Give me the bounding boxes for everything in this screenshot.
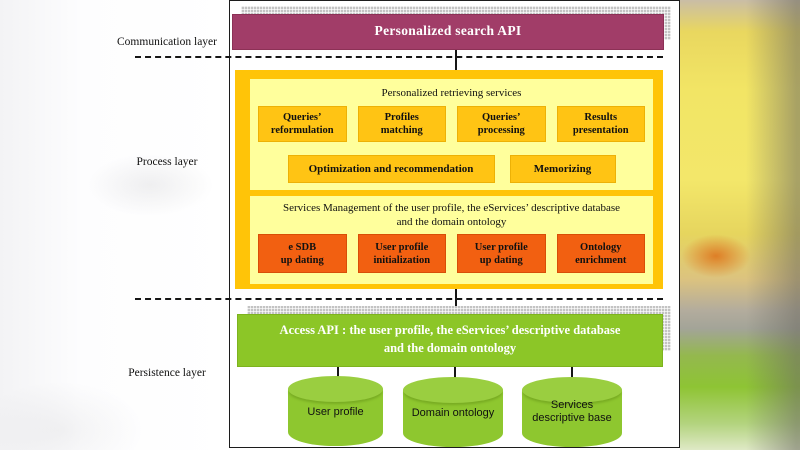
service-box-optimization-recommendation: Optimization and recommendation — [287, 155, 495, 183]
db-label-line: descriptive base — [532, 412, 612, 424]
cylinder-top-ellipse — [288, 376, 383, 402]
services-management-title-line1: Services Management of the user profile,… — [283, 202, 620, 214]
db-label-domain-ontology: Domain ontology — [403, 407, 503, 420]
service-label: initialization — [373, 254, 431, 266]
service-label: matching — [380, 125, 423, 136]
db-cylinder-services-descriptive-base: Services descriptive base — [522, 377, 622, 447]
retrieving-services-row2: Optimization and recommendation Memorizi… — [250, 155, 653, 183]
access-api-line2: and the domain ontology — [383, 341, 517, 355]
service-label: User profile — [375, 241, 429, 253]
db-label-line: User profile — [307, 406, 364, 418]
service-label: Queries’ — [283, 112, 322, 123]
db-label-user-profile: User profile — [288, 406, 383, 419]
persistence-layer-label: Persistence layer — [128, 367, 206, 379]
service-box-esdb-updating: e SDB up dating — [258, 234, 347, 273]
service-box-results-presentation: Results presentation — [556, 106, 645, 142]
service-label: e SDB — [288, 241, 317, 253]
communication-layer-label: Communication layer — [117, 36, 217, 48]
diagram-panel: Personalized search API Personalized ret… — [229, 0, 680, 448]
connector-searchapi-to-process — [455, 48, 457, 70]
connector-accessapi-to-userprofile-db — [337, 359, 339, 378]
service-label: User profile — [474, 241, 528, 253]
db-cylinder-user-profile: User profile — [288, 376, 383, 446]
service-label: processing — [477, 125, 525, 136]
divider-communication-process — [135, 56, 663, 58]
services-management-title: Services Management of the user profile,… — [250, 196, 653, 229]
process-layer-label: Process layer — [136, 156, 198, 168]
service-box-queries-processing: Queries’ processing — [457, 106, 546, 142]
service-label: Profiles — [384, 112, 419, 123]
db-label-line: Domain ontology — [411, 407, 495, 419]
personalized-search-api-box: Personalized search API — [232, 14, 664, 50]
service-label: reformulation — [270, 125, 334, 136]
service-box-userprofile-updating: User profile up dating — [457, 234, 546, 273]
background-blur-left — [0, 0, 229, 450]
connector-accessapi-to-domainontology-db — [454, 359, 456, 378]
service-label: Queries’ — [482, 112, 521, 123]
service-label: Ontology — [580, 241, 622, 253]
connector-accessapi-to-servicesbase-db — [571, 359, 573, 378]
service-label: up dating — [280, 254, 324, 266]
management-services-row: e SDB up dating User profile initializat… — [250, 234, 653, 273]
service-label: enrichment — [575, 254, 627, 266]
services-management-title-line2: and the domain ontology — [396, 216, 507, 228]
service-box-userprofile-initialization: User profile initialization — [357, 234, 446, 273]
service-label: up dating — [479, 254, 523, 266]
cylinder-top-ellipse — [403, 377, 503, 403]
service-box-ontology-enrichment: Ontology enrichment — [556, 234, 645, 273]
service-label: presentation — [572, 125, 629, 136]
service-box-queries-reformulation: Queries’ reformulation — [258, 106, 347, 142]
service-label: Results — [584, 112, 618, 123]
services-management-panel: Services Management of the user profile,… — [250, 196, 653, 284]
access-api-line1: Access API : the user profile, the eServ… — [279, 323, 621, 337]
db-cylinder-domain-ontology: Domain ontology — [403, 377, 503, 447]
db-label-line: Services — [550, 399, 594, 411]
db-label-services-descriptive-base: Services descriptive base — [522, 399, 622, 425]
connector-process-to-accessapi — [455, 289, 457, 314]
retrieving-services-panel: Personalized retrieving services Queries… — [250, 79, 653, 190]
cylinder-top-ellipse — [522, 377, 622, 403]
divider-process-persistence — [135, 298, 663, 300]
process-layer-box: Personalized retrieving services Queries… — [235, 70, 663, 289]
background-blur-right — [680, 0, 800, 450]
service-box-profiles-matching: Profiles matching — [357, 106, 446, 142]
access-api-box: Access API : the user profile, the eServ… — [237, 314, 663, 367]
retrieving-services-row: Queries’ reformulation Profiles matching… — [250, 106, 653, 142]
retrieving-services-title: Personalized retrieving services — [381, 87, 522, 99]
service-box-memorizing: Memorizing — [509, 155, 616, 183]
